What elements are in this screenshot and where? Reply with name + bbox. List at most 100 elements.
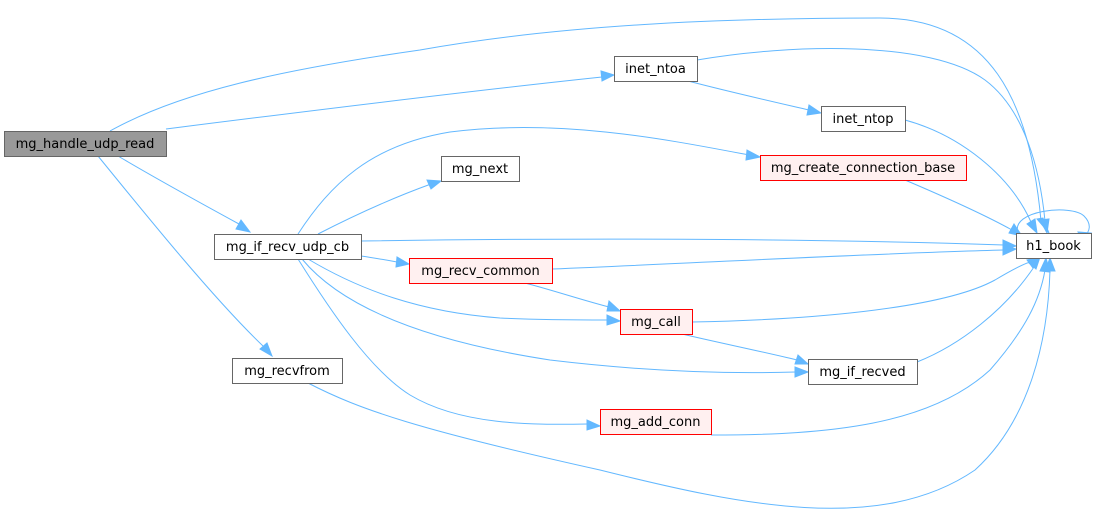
edge-mg-if-recved-to-h1-book [916, 255, 1041, 363]
edge-mg-if-recv-udp-cb-to-mg-recv-common [360, 255, 411, 268]
edge-mg-recvfrom-to-h1-book [307, 256, 1056, 509]
edge-mg-if-recv-udp-cb-to-mg-call [307, 258, 622, 326]
edge-arrowhead [606, 300, 622, 312]
edge-arrowhead [1002, 244, 1018, 256]
node-box [214, 234, 362, 260]
node-box [1016, 233, 1092, 259]
node-mg-add-conn[interactable]: mg_add_conn [600, 409, 712, 435]
node-label: mg_recv_common [421, 264, 539, 279]
edge-mg-add-conn-to-h1-book [710, 256, 1051, 436]
node-box [4, 131, 167, 157]
node-label: h1_book [1026, 239, 1081, 254]
edge-inet-ntoa-to-h1-book [696, 48, 1050, 235]
node-box [760, 155, 967, 181]
edge-mg-handle-udp-read-to-mg-if-recv-udp-cb [117, 155, 252, 233]
edge-arrowhead [1028, 255, 1041, 270]
graph-nodes: mg_handle_udp_read inet_ntoa inet_ntop mg_c… [4, 56, 1092, 435]
node-label: mg_add_conn [611, 415, 701, 430]
edge-mg-if-recv-udp-cb-to-mg-next [317, 179, 443, 235]
node-label: mg_if_recv_udp_cb [226, 240, 349, 255]
edge-mg-recv-common-to-h1-book [551, 244, 1018, 270]
node-label: mg_if_recved [819, 365, 905, 380]
edge-line [360, 238, 1005, 246]
edge-inet-ntoa-to-inet-ntop [687, 80, 823, 116]
graph-edges [97, 17, 1093, 509]
edge-line [710, 269, 1046, 436]
node-label: inet_ntoa [625, 62, 686, 77]
edge-mg-if-recv-udp-cb-to-mg-create-connection-base [297, 127, 762, 235]
edge-line [307, 269, 1051, 509]
node-box [620, 309, 693, 335]
edge-mg-handle-udp-read-to-mg-recvfrom [97, 155, 273, 358]
edge-line [317, 183, 432, 235]
edge-arrowhead [806, 104, 823, 116]
edge-arrowhead [606, 314, 622, 326]
edge-mg-if-recv-udp-cb-to-mg-if-recved [301, 258, 810, 378]
edge-arrowhead [426, 179, 443, 190]
edge-line [681, 333, 798, 361]
edge-arrowhead [259, 342, 273, 358]
edge-arrowhead [600, 70, 616, 82]
edge-line [165, 76, 603, 130]
edge-line [691, 260, 1035, 323]
node-box [409, 258, 553, 284]
edge-line [696, 48, 1046, 222]
node-label: mg_handle_udp_read [16, 137, 155, 152]
edge-line [307, 258, 609, 321]
node-mg-next[interactable]: mg_next [441, 156, 520, 182]
edge-line [360, 255, 398, 263]
edge-arrowhead [1026, 218, 1038, 235]
node-mg-call[interactable]: mg_call [620, 309, 693, 335]
node-box [232, 358, 343, 384]
node-inet-ntop[interactable]: inet_ntop [821, 106, 906, 132]
edge-inet-ntop-to-h1-book [904, 119, 1038, 235]
node-mg-recv-common[interactable]: mg_recv_common [409, 258, 553, 284]
node-box [600, 409, 712, 435]
node-label: inet_ntop [833, 112, 894, 127]
edge-arrowhead [1044, 256, 1056, 272]
edge-line [117, 155, 240, 225]
edge-line [297, 127, 750, 235]
edge-line [551, 249, 1005, 270]
edge-mg-if-recv-udp-cb-to-h1-book [360, 238, 1018, 251]
node-box [614, 56, 698, 82]
edge-mg-recv-common-to-mg-call [524, 282, 622, 312]
node-h1-book[interactable]: h1_book [1016, 233, 1092, 259]
edge-line [109, 17, 1042, 222]
node-box [821, 106, 906, 132]
edge-line [524, 282, 610, 308]
edge-line [687, 80, 810, 111]
node-mg-create-connection-base[interactable]: mg_create_connection_base [760, 155, 967, 181]
edge-arrowhead [395, 256, 411, 268]
edge-line [301, 258, 797, 374]
edge-arrowhead [745, 149, 762, 161]
edge-line [97, 155, 264, 347]
edge-arrowhead [1039, 218, 1050, 235]
node-mg-recvfrom[interactable]: mg_recvfrom [232, 358, 343, 384]
edge-mg-handle-udp-read-to-h1-book [109, 17, 1050, 234]
node-mg-if-recved[interactable]: mg_if_recved [808, 359, 918, 385]
node-box [808, 359, 918, 385]
edge-arrowhead [235, 219, 252, 233]
edge-arrowhead [794, 354, 810, 365]
node-label: mg_call [631, 315, 681, 330]
node-mg-handle-udp-read[interactable]: mg_handle_udp_read [4, 131, 167, 157]
node-label: mg_recvfrom [244, 364, 330, 379]
node-inet-ntoa[interactable]: inet_ntoa [614, 56, 698, 82]
edge-arrowhead [586, 419, 602, 431]
node-label: mg_create_connection_base [771, 161, 955, 176]
edge-line [297, 258, 589, 425]
node-label: mg_next [452, 162, 508, 177]
edge-mg-if-recv-udp-cb-to-mg-add-conn [297, 258, 602, 431]
edge-line [904, 179, 1013, 231]
edge-mg-call-to-h1-book [691, 256, 1042, 323]
edge-mg-handle-udp-read-to-inet-ntoa [165, 70, 616, 130]
node-box [441, 156, 520, 182]
edge-arrowhead [794, 366, 810, 378]
edge-mg-call-to-mg-if-recved [681, 333, 810, 365]
edge-line [916, 266, 1035, 363]
edge-mg-create-connection-base-to-h1-book [904, 179, 1024, 237]
node-mg-if-recv-udp-cb[interactable]: mg_if_recv_udp_cb [214, 234, 362, 260]
edge-line [1016, 209, 1090, 237]
